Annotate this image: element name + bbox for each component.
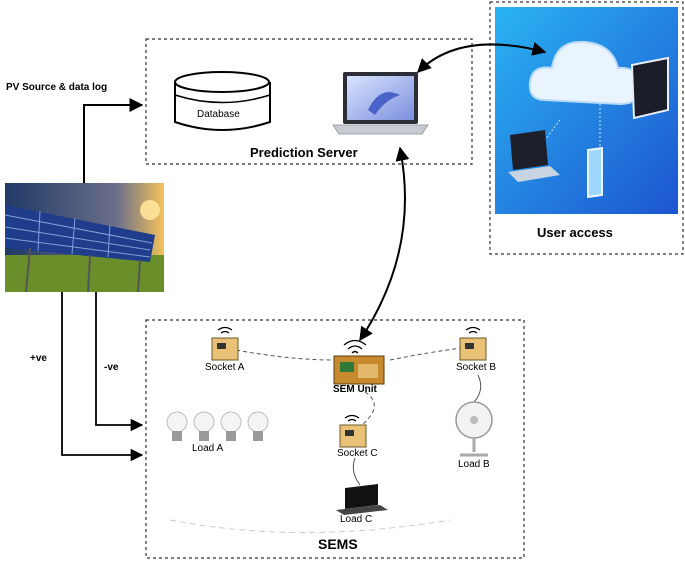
positive-wire xyxy=(61,292,144,462)
socket-c-link xyxy=(361,391,375,426)
sems-box xyxy=(145,319,525,559)
socket-a-icon xyxy=(211,326,239,361)
socket-b-label: Socket B xyxy=(456,362,497,373)
pv-source-label: PV Source & data log xyxy=(6,82,108,93)
positive-label: +ve xyxy=(30,353,47,364)
prediction-server-box xyxy=(145,38,473,165)
load-b-label: Load B xyxy=(458,459,490,470)
sem-unit-icon xyxy=(333,339,385,385)
cloud-image xyxy=(495,7,678,214)
socket-c-label: Socket C xyxy=(337,448,378,459)
socket-b-load-link xyxy=(473,374,482,403)
socket-b-icon xyxy=(459,326,487,361)
user-access-label: User access xyxy=(537,225,613,240)
load-c-label: Load C xyxy=(340,514,373,525)
sems-decor-curve xyxy=(169,519,451,533)
negative-wire xyxy=(95,292,144,432)
sems-label: SEMS xyxy=(318,536,358,552)
negative-label: -ve xyxy=(104,362,119,373)
socket-c-icon xyxy=(339,414,367,448)
socket-a-label: Socket A xyxy=(205,362,245,373)
load-a-bulbs xyxy=(166,411,269,441)
database-label: Database xyxy=(197,109,240,120)
load-b-fan xyxy=(455,401,493,457)
solar-panel-image xyxy=(4,183,164,293)
load-c-laptop xyxy=(336,484,388,515)
socket-a-link xyxy=(235,349,336,361)
prediction-server-label: Prediction Server xyxy=(250,145,358,160)
server-sem-link xyxy=(359,146,410,342)
server-laptop-icon xyxy=(332,72,429,135)
load-a-label: Load A xyxy=(192,443,224,454)
sem-unit-label: SEM Unit xyxy=(333,384,377,395)
socket-c-load-link xyxy=(352,457,361,486)
socket-b-link xyxy=(389,347,463,361)
database-icon xyxy=(174,71,271,131)
server-user-link xyxy=(417,42,547,73)
pv-to-server-arrow xyxy=(83,98,144,183)
